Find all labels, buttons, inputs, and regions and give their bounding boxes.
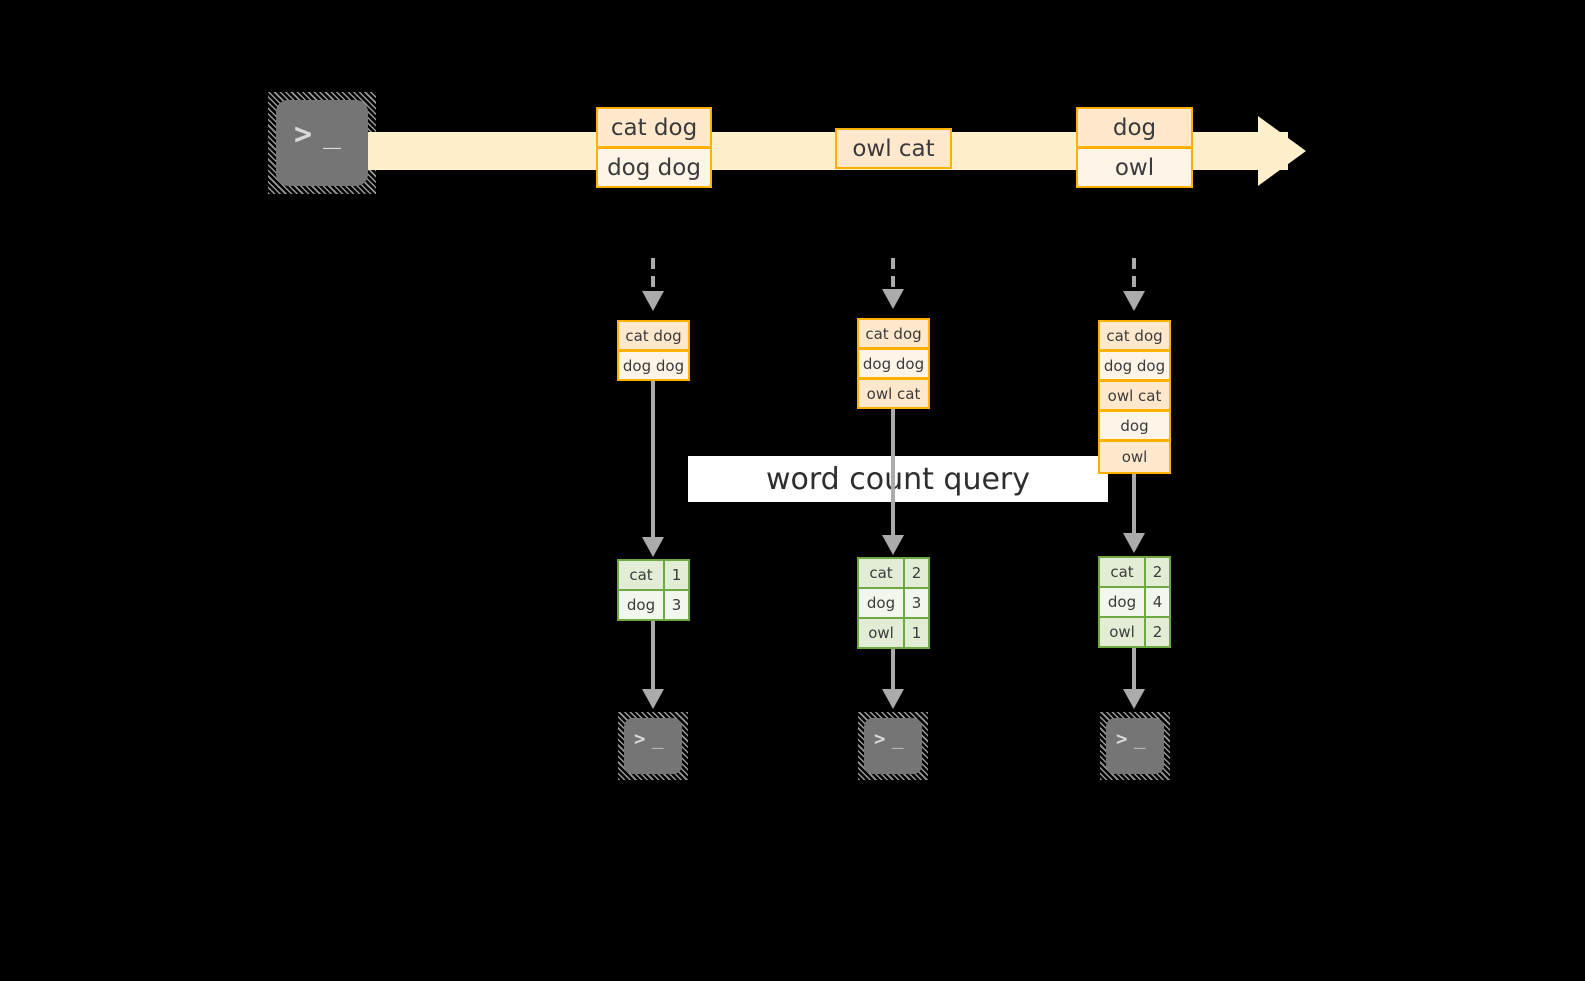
snapshot-2-sink-arrowhead — [882, 689, 904, 709]
snapshot-1-query-arrowhead — [642, 537, 664, 557]
snapshot-input-text: owl cat — [866, 384, 921, 403]
table-row: dog 3 — [619, 589, 688, 619]
terminal-body: > _ — [276, 100, 368, 186]
result-count: 1 — [663, 561, 688, 589]
terminal-cursor-glyph: _ — [652, 727, 664, 749]
result-word: owl — [859, 619, 903, 647]
snapshot-2-input-row-3: owl cat — [857, 378, 930, 409]
terminal-prompt-glyph: > — [634, 728, 646, 750]
stream-event-1-row-1: cat dog — [596, 107, 712, 148]
stream-event-3-row-1: dog — [1076, 107, 1193, 148]
terminal-body: > _ — [864, 718, 922, 774]
snapshot-1-tap-line — [651, 258, 655, 291]
snapshot-1-tap-arrowhead — [642, 291, 664, 311]
source-terminal-icon: > _ — [268, 92, 376, 194]
terminal-body: > _ — [1106, 718, 1164, 774]
snapshot-input-text: dog — [1120, 416, 1149, 435]
terminal-body: > _ — [624, 718, 682, 774]
result-count: 2 — [903, 559, 928, 587]
result-count: 1 — [903, 619, 928, 647]
snapshot-input-text: owl — [1121, 448, 1148, 466]
snapshot-3-sink-terminal-icon: > _ — [1100, 712, 1170, 780]
snapshot-2-input-row-1: cat dog — [857, 318, 930, 349]
snapshot-3-input-row-1: cat dog — [1098, 320, 1171, 351]
snapshot-3-input-row-2: dog dog — [1098, 350, 1171, 381]
stream-event-text: dog dog — [607, 154, 701, 181]
query-label: word count query — [765, 461, 1031, 497]
snapshot-3-input-row-5: owl — [1098, 440, 1171, 474]
result-word: cat — [859, 559, 903, 587]
snapshot-2-tap-line — [891, 258, 895, 289]
terminal-cursor-glyph: _ — [1134, 727, 1146, 749]
table-row: dog 3 — [859, 587, 928, 617]
snapshot-2-result-table: cat 2 dog 3 owl 1 — [857, 557, 930, 649]
snapshot-3-input-row-4: dog — [1098, 410, 1171, 441]
table-row: cat 2 — [1100, 558, 1169, 586]
snapshot-input-text: dog dog — [862, 354, 925, 373]
snapshot-1-sink-line — [651, 621, 655, 693]
result-word: dog — [1100, 588, 1144, 616]
snapshot-3-tap-line — [1132, 258, 1136, 291]
stream-event-text: owl — [1114, 154, 1155, 181]
stream-event-text: owl cat — [852, 135, 935, 162]
result-word: dog — [619, 591, 663, 619]
snapshot-input-text: owl cat — [1107, 386, 1162, 405]
snapshot-3-query-arrowhead — [1123, 533, 1145, 553]
snapshot-input-text: cat dog — [865, 324, 922, 343]
snapshot-3-sink-line — [1132, 648, 1136, 693]
result-count: 2 — [1144, 558, 1169, 586]
result-word: dog — [859, 589, 903, 617]
table-row: cat 2 — [859, 559, 928, 587]
snapshot-input-text: cat dog — [625, 326, 682, 345]
snapshot-2-query-arrowhead — [882, 535, 904, 555]
snapshot-input-text: dog dog — [1103, 356, 1166, 375]
result-word: cat — [1100, 558, 1144, 586]
snapshot-1-input-row-2: dog dog — [617, 350, 690, 381]
result-count: 4 — [1144, 588, 1169, 616]
query-banner: word count query — [688, 456, 1108, 502]
result-count: 3 — [663, 591, 688, 619]
snapshot-2-sink-line — [891, 649, 895, 693]
event-stream-arrowhead — [1258, 116, 1306, 186]
snapshot-3-result-table: cat 2 dog 4 owl 2 — [1098, 556, 1171, 648]
table-row: dog 4 — [1100, 586, 1169, 616]
terminal-cursor-glyph: _ — [323, 115, 342, 150]
stream-event-3-row-2: owl — [1076, 147, 1193, 188]
table-row: owl 2 — [1100, 616, 1169, 646]
terminal-prompt-glyph: > — [294, 117, 313, 152]
stream-event-text: dog — [1112, 114, 1157, 141]
snapshot-1-query-line — [651, 381, 655, 541]
result-count: 3 — [903, 589, 928, 617]
terminal-prompt-glyph: > — [1116, 728, 1128, 750]
snapshot-3-input-row-3: owl cat — [1098, 380, 1171, 411]
snapshot-1-input-row-1: cat dog — [617, 320, 690, 351]
terminal-cursor-glyph: _ — [892, 727, 904, 749]
snapshot-2-sink-terminal-icon: > _ — [858, 712, 928, 780]
snapshot-2-input-row-2: dog dog — [857, 348, 930, 379]
snapshot-input-text: dog dog — [622, 356, 685, 375]
stream-event-2-row-1: owl cat — [835, 128, 952, 169]
table-row: cat 1 — [619, 561, 688, 589]
stream-event-1-row-2: dog dog — [596, 147, 712, 188]
snapshot-3-sink-arrowhead — [1123, 689, 1145, 709]
result-word: owl — [1100, 618, 1144, 646]
terminal-prompt-glyph: > — [874, 728, 886, 750]
snapshot-2-query-line — [891, 409, 895, 539]
result-word: cat — [619, 561, 663, 589]
table-row: owl 1 — [859, 617, 928, 647]
snapshot-1-sink-arrowhead — [642, 689, 664, 709]
snapshot-1-sink-terminal-icon: > _ — [618, 712, 688, 780]
snapshot-3-tap-arrowhead — [1123, 291, 1145, 311]
stream-event-text: cat dog — [610, 114, 698, 141]
snapshot-1-result-table: cat 1 dog 3 — [617, 559, 690, 621]
result-count: 2 — [1144, 618, 1169, 646]
snapshot-2-tap-arrowhead — [882, 289, 904, 309]
snapshot-input-text: cat dog — [1106, 326, 1163, 345]
snapshot-3-query-line — [1132, 474, 1136, 537]
